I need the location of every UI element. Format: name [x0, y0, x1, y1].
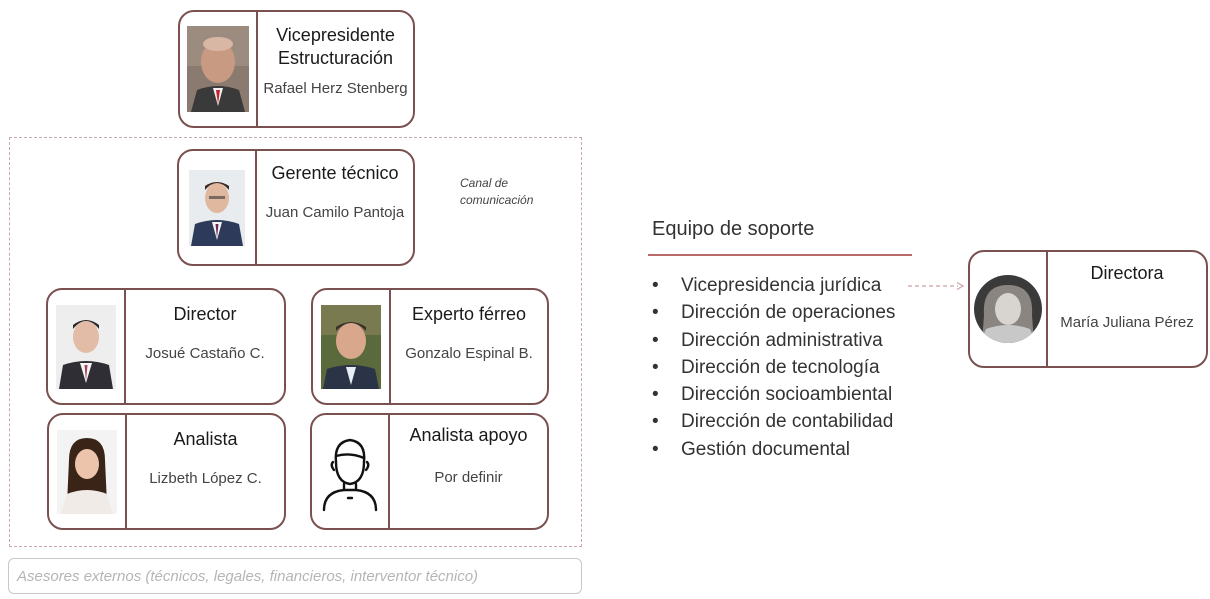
bullet-icon: • — [652, 329, 659, 351]
vp-portrait-image — [187, 26, 249, 112]
experto-portrait-image — [321, 304, 381, 389]
connector-arrow-icon — [908, 281, 965, 291]
list-item: • Dirección de operaciones — [652, 299, 895, 326]
person-outline-icon — [322, 438, 378, 511]
director-card: Director Josué Castaño C. — [46, 288, 286, 405]
vp-role: Vicepresidente Estructuración — [258, 24, 413, 70]
list-item-label: Gestión documental — [681, 438, 850, 460]
experto-name: Gonzalo Espinal B. — [405, 345, 533, 362]
soporte-list: • Vicepresidencia jurídica • Dirección de … — [652, 272, 895, 463]
list-item-label: Dirección administrativa — [681, 329, 883, 351]
analista-apoyo-name: Por definir — [434, 469, 503, 486]
bullet-icon: • — [652, 302, 659, 324]
gerente-portrait-image — [189, 169, 245, 246]
analista-apoyo-card: Analista apoyo Por definir — [310, 413, 549, 530]
gerente-role: Gerente técnico — [271, 163, 399, 183]
vp-photo — [180, 12, 258, 126]
soporte-title: Equipo de soporte — [652, 218, 815, 240]
list-item-label: Dirección de operaciones — [681, 302, 896, 324]
analista-card: Analista Lizbeth López C. — [47, 413, 286, 530]
experto-card: Experto férreo Gonzalo Espinal B. — [311, 288, 549, 405]
analista-portrait-image — [57, 429, 117, 514]
director-portrait-image — [56, 304, 116, 389]
list-item: • Dirección de tecnología — [652, 354, 895, 381]
bullet-icon: • — [652, 411, 659, 433]
vp-card: Vicepresidente Estructuración Rafael Her… — [178, 10, 415, 128]
director-name: Josué Castaño C. — [145, 345, 265, 362]
director-role: Director — [173, 304, 237, 324]
vp-role-line2: Estructuración — [277, 48, 394, 68]
list-item-label: Dirección de tecnología — [681, 356, 880, 378]
list-item: • Dirección de contabilidad — [652, 408, 895, 435]
directora-photo — [970, 252, 1048, 366]
list-item: • Dirección administrativa — [652, 327, 895, 354]
list-item: • Vicepresidencia jurídica — [652, 272, 895, 299]
vp-role-line1: Vicepresidente — [276, 25, 395, 45]
analista-photo — [49, 415, 127, 528]
asesores-externos-box: Asesores externos (técnicos, legales, fi… — [8, 558, 582, 594]
vp-name: Rafael Herz Stenberg — [263, 80, 408, 97]
directora-card: Directora María Juliana Pérez — [968, 250, 1208, 368]
soporte-divider — [648, 254, 912, 256]
bullet-icon: • — [652, 384, 659, 406]
experto-role: Experto férreo — [411, 304, 527, 324]
list-item: • Gestión documental — [652, 436, 895, 463]
experto-photo — [313, 290, 391, 403]
analista-role: Analista — [173, 429, 238, 449]
bullet-icon: • — [652, 356, 659, 378]
analista-name: Lizbeth López C. — [149, 470, 262, 487]
director-photo — [48, 290, 126, 403]
gerente-card: Gerente técnico Juan Camilo Pantoja — [177, 149, 415, 266]
gerente-name: Juan Camilo Pantoja — [265, 204, 405, 221]
directora-avatar-image — [974, 275, 1042, 343]
directora-name: María Juliana Pérez — [1060, 314, 1194, 331]
list-item-label: Dirección de contabilidad — [681, 411, 894, 433]
bullet-icon: • — [652, 275, 659, 296]
analista-apoyo-role: Analista apoyo — [409, 425, 528, 445]
canal-label: Canal de comunicación — [460, 175, 533, 209]
list-item-label: Vicepresidencia jurídica — [681, 275, 882, 296]
gerente-photo — [179, 151, 257, 264]
analista-apoyo-photo — [312, 415, 390, 528]
team-group-box — [9, 137, 582, 547]
bullet-icon: • — [652, 438, 659, 460]
canal-line2: comunicación — [460, 193, 534, 207]
directora-role: Directora — [1090, 263, 1164, 283]
list-item: • Dirección socioambiental — [652, 381, 895, 408]
list-item-label: Dirección socioambiental — [681, 384, 893, 406]
canal-line1: Canal de — [460, 176, 509, 190]
